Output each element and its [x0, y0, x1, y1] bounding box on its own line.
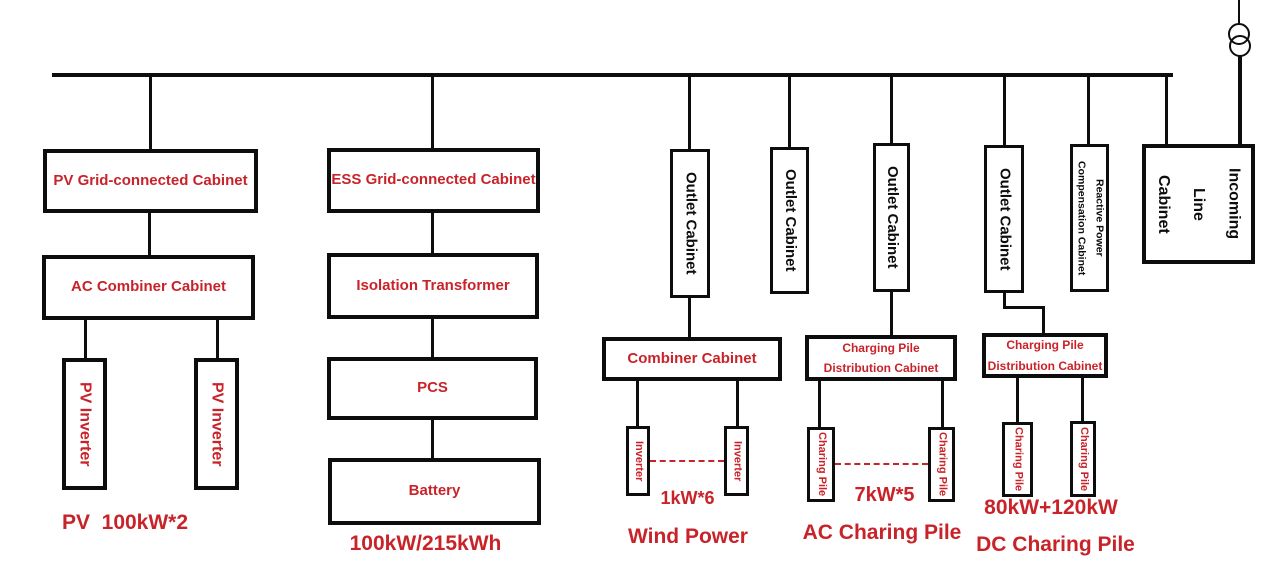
- wind-combiner-cabinet-box: Combiner Cabinet: [602, 337, 782, 381]
- ess-grid-connected-cabinet-box: ESS Grid-connected Cabinet: [327, 148, 540, 213]
- dc-charging-pile-left-label: Charing Pile: [1012, 427, 1025, 492]
- isolation-transformer-box: Isolation Transformer: [327, 253, 539, 319]
- pv-capacity-label: PV 100kW*2: [61, 511, 189, 534]
- pv-inverter-left-box: PV Inverter: [62, 358, 107, 490]
- battery-label: Battery: [408, 482, 461, 500]
- ac-distribution-cabinet-label-line2: Distribution Cabinet: [823, 361, 939, 375]
- ac-outlet-cabinet-label: Outlet Cabinet: [883, 166, 901, 269]
- ac-branch-label: AC Charing Pile: [802, 521, 962, 544]
- reactive-power-compensation-cabinet-box: Reactive Power Compensation Cabinet: [1070, 144, 1109, 292]
- dc-charging-pile-right-label: Charing Pile: [1077, 426, 1090, 492]
- dc-rating-label: 80kW+120kW: [984, 496, 1118, 519]
- transformer-icon: [1229, 35, 1251, 57]
- main-bus-line: [52, 73, 1173, 77]
- incoming-line-cabinet-box: Incoming Line Cabinet: [1142, 144, 1255, 264]
- ess-bus-drop-line: [431, 77, 434, 148]
- ac-piles-dashed-link: [835, 463, 928, 465]
- wind-combiner-cabinet-label: Combiner Cabinet: [627, 349, 757, 367]
- ac-charging-pile-right-label: Charing Pile: [936, 432, 949, 497]
- dc-charging-pile-left-box: Charing Pile: [1002, 422, 1033, 497]
- pv-connector-line: [148, 213, 151, 255]
- ess-grid-connected-cabinet-label: ESS Grid-connected Cabinet: [331, 171, 536, 189]
- pcs-box: PCS: [327, 357, 538, 420]
- utility-feed-line: [1238, 0, 1240, 24]
- dc-connector-line-segment3: [1042, 306, 1045, 333]
- wind-inverter-left-connector-line: [636, 381, 639, 426]
- ac-combiner-cabinet-label: AC Combiner Cabinet: [70, 278, 226, 296]
- pv-inverter-left-connector-line: [84, 320, 87, 358]
- dc-distribution-cabinet-box: Charging Pile Distribution Cabinet: [982, 333, 1108, 378]
- dc-bus-drop-line: [1003, 77, 1006, 145]
- incoming-line-cabinet-label-line1: Incoming: [1225, 168, 1243, 240]
- wind-inverters-dashed-link: [650, 460, 724, 462]
- ess-connector-line-3: [431, 420, 434, 458]
- ac-pile-right-connector-line: [941, 381, 944, 427]
- pv-inverter-right-label: PV Inverter: [208, 381, 226, 467]
- ac-connector-line: [890, 292, 893, 335]
- dc-branch-label: DC Charing Pile: [976, 533, 1135, 556]
- wind-inverter-right-label: Inverter: [731, 440, 744, 482]
- spare-outlet-cabinet-box: Outlet Cabinet: [770, 147, 809, 294]
- pv-grid-connected-cabinet-label: PV Grid-connected Cabinet: [53, 171, 248, 189]
- ess-capacity-label: 100kW/215kWh: [349, 532, 502, 555]
- pcs-label: PCS: [417, 379, 448, 397]
- reactive-bus-drop-line: [1087, 77, 1090, 144]
- incoming-bus-drop-line: [1165, 77, 1168, 144]
- spare-outlet-cabinet-label: Outlet Cabinet: [781, 169, 799, 272]
- pv-inverter-left-label: PV Inverter: [76, 381, 94, 467]
- reactive-power-label-line2: Compensation Cabinet: [1075, 160, 1088, 276]
- pv-bus-drop-line: [149, 77, 152, 149]
- ac-distribution-cabinet-label-line1: Charging Pile: [842, 340, 920, 355]
- dc-connector-line-segment2: [1003, 306, 1045, 309]
- incoming-line-cabinet-label-line3: Cabinet: [1154, 174, 1172, 234]
- wind-connector-line: [688, 298, 691, 337]
- wind-inverter-right-connector-line: [736, 381, 739, 426]
- pv-inverter-right-box: PV Inverter: [194, 358, 239, 490]
- dc-connector-line-segment1: [1003, 293, 1006, 309]
- ac-distribution-cabinet-box: Charging Pile Distribution Cabinet: [805, 335, 957, 381]
- transformer-to-incoming-line: [1238, 56, 1242, 144]
- wind-rating-label: 1kW*6: [660, 488, 715, 508]
- ac-combiner-cabinet-box: AC Combiner Cabinet: [42, 255, 255, 320]
- wind-outlet-cabinet-box: Outlet Cabinet: [670, 149, 710, 298]
- dc-distribution-cabinet-label-line2: Distribution Cabinet: [987, 358, 1103, 373]
- wind-inverter-left-label: Inverter: [632, 440, 645, 482]
- wind-inverter-right-box: Inverter: [724, 426, 749, 496]
- pv-inverter-right-connector-line: [216, 320, 219, 358]
- wind-outlet-cabinet-label: Outlet Cabinet: [682, 172, 700, 275]
- ac-outlet-cabinet-box: Outlet Cabinet: [873, 143, 910, 292]
- pv-grid-connected-cabinet-box: PV Grid-connected Cabinet: [43, 149, 258, 213]
- ess-connector-line-1: [431, 213, 434, 253]
- spare-bus-drop-line: [788, 77, 791, 147]
- incoming-line-cabinet-label-line2: Line: [1190, 187, 1208, 221]
- ac-pile-left-connector-line: [818, 381, 821, 427]
- ac-bus-drop-line: [890, 77, 893, 143]
- ac-charging-pile-left-label: Charing Pile: [815, 432, 828, 497]
- wind-branch-label: Wind Power: [628, 525, 748, 548]
- ac-charging-pile-right-box: Charing Pile: [928, 427, 955, 502]
- dc-distribution-cabinet-label-line1: Charging Pile: [1006, 338, 1084, 353]
- isolation-transformer-label: Isolation Transformer: [356, 276, 510, 294]
- dc-pile-right-connector-line: [1081, 378, 1084, 422]
- wind-inverter-left-box: Inverter: [626, 426, 650, 496]
- ac-rating-label: 7kW*5: [854, 484, 915, 506]
- wind-bus-drop-line: [688, 77, 691, 149]
- ac-charging-pile-left-box: Charing Pile: [807, 427, 835, 502]
- dc-charging-pile-right-box: Charing Pile: [1070, 421, 1096, 497]
- battery-box: Battery: [328, 458, 541, 525]
- dc-pile-left-connector-line: [1016, 378, 1019, 422]
- dc-outlet-cabinet-label: Outlet Cabinet: [996, 167, 1014, 271]
- dc-outlet-cabinet-box: Outlet Cabinet: [984, 145, 1024, 293]
- ess-connector-line-2: [431, 319, 434, 357]
- reactive-power-label-line1: Reactive Power: [1093, 179, 1106, 257]
